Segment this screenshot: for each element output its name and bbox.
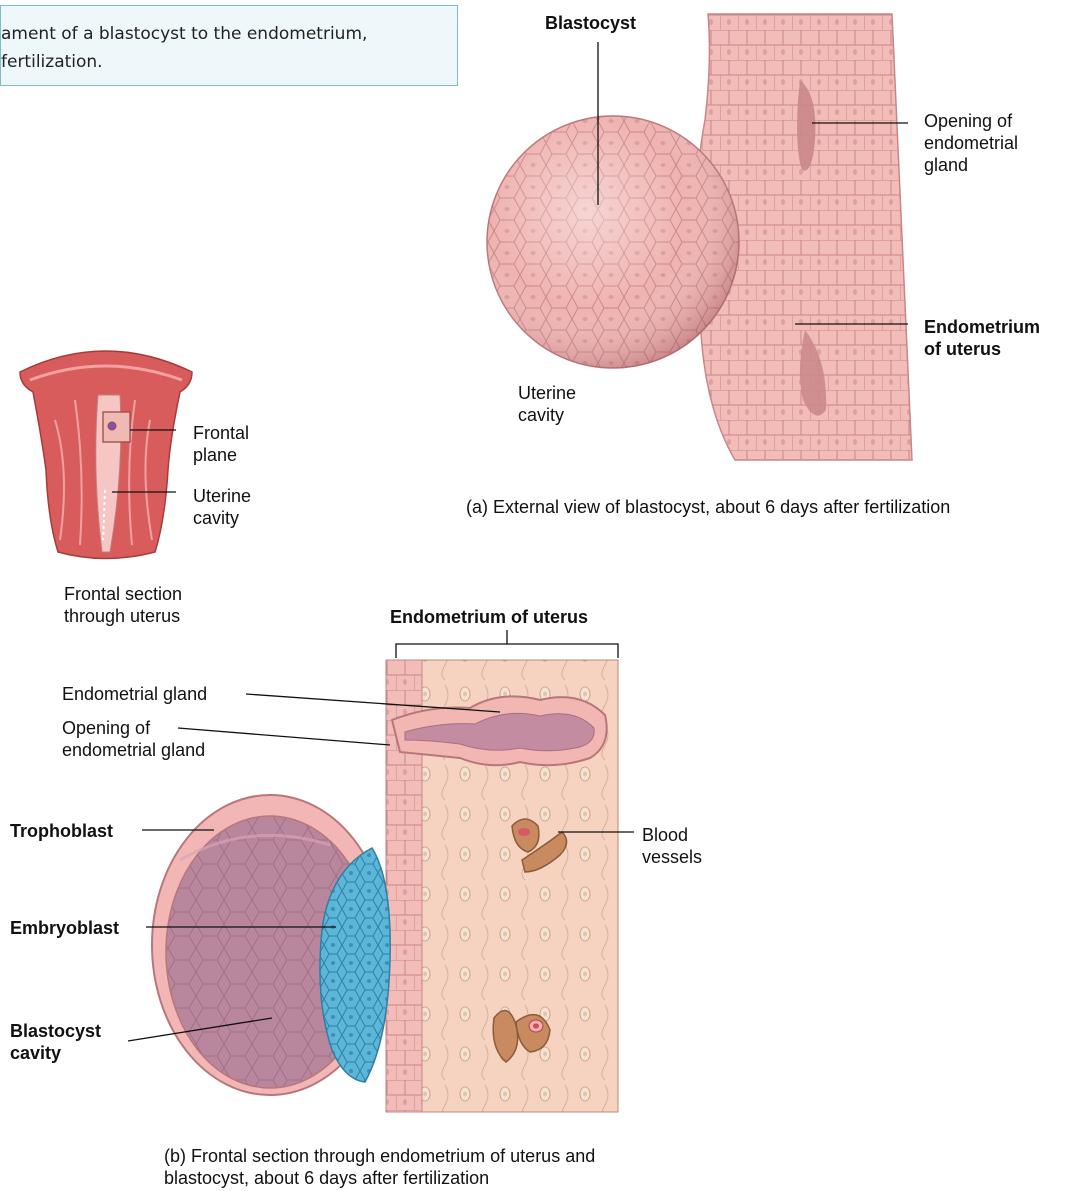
leader-opening-gland-b: [178, 728, 390, 745]
caption-panel-a: (a) External view of blastocyst, about 6…: [466, 496, 950, 518]
label-opening-gland-b: Opening of endometrial gland: [62, 717, 205, 761]
label-blastocyst-cavity: Blastocyst cavity: [10, 1020, 101, 1064]
label-endometrium-a: Endometrium of uterus: [924, 316, 1040, 360]
caption-panel-b: (b) Frontal section through endometrium …: [164, 1145, 595, 1189]
caption-inset: Frontal section through uterus: [64, 583, 182, 627]
label-opening-gland-a: Opening of endometrial gland: [924, 110, 1018, 176]
label-frontal-plane: Frontal plane: [193, 422, 249, 466]
label-uterine-cavity-a: Uterine cavity: [518, 382, 576, 426]
label-uterine-cavity-inset: Uterine cavity: [193, 485, 251, 529]
endometrium-bracket: [396, 630, 618, 658]
label-endometrial-gland: Endometrial gland: [62, 683, 207, 705]
label-embryoblast: Embryoblast: [10, 917, 119, 939]
endometrium-section-b: [386, 660, 618, 1112]
blastocyst-sphere-a: [487, 116, 739, 368]
label-blood-vessels: Blood vessels: [642, 824, 702, 868]
label-endometrium-b: Endometrium of uterus: [390, 606, 588, 628]
blastocyst-section-b: [152, 795, 390, 1095]
uterus-inset: [20, 351, 192, 559]
label-blastocyst-a: Blastocyst: [545, 12, 636, 34]
label-trophoblast: Trophoblast: [10, 820, 113, 842]
